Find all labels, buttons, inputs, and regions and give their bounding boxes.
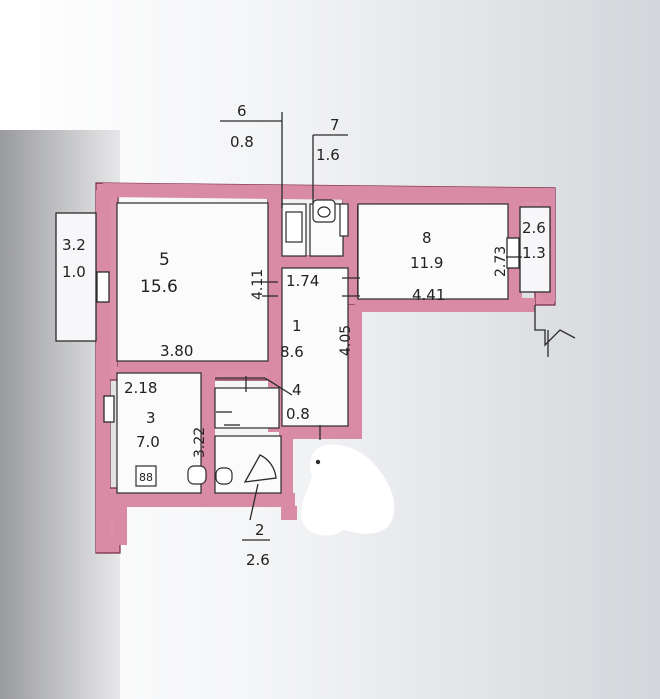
entrance-marks bbox=[534, 305, 576, 357]
wc-icon bbox=[215, 467, 233, 485]
room-1-area: 8.6 bbox=[280, 343, 304, 361]
dim-1-74: 1.74 bbox=[286, 272, 319, 290]
dimension-ticks bbox=[216, 256, 522, 426]
balcony-left-area: 1.0 bbox=[62, 263, 86, 281]
dim-4-05: 4.05 bbox=[338, 325, 354, 356]
door-swings bbox=[215, 112, 348, 541]
kitchen-sink-icon bbox=[187, 465, 207, 485]
room-8-area: 11.9 bbox=[410, 254, 443, 272]
blot-dot bbox=[315, 459, 321, 465]
room-2-area: 2.6 bbox=[246, 551, 270, 569]
room-7-number: 7 bbox=[330, 116, 340, 134]
room-4-number: 4 bbox=[292, 381, 302, 399]
room-2-number: 2 bbox=[255, 521, 265, 539]
dim-2-73: 2.73 bbox=[493, 246, 509, 277]
stove-label: 88 bbox=[139, 471, 153, 484]
balconies bbox=[55, 206, 551, 342]
sink-icon bbox=[339, 203, 349, 237]
dim-3-22: 3.22 bbox=[192, 427, 208, 458]
room-6-area: 0.8 bbox=[230, 133, 254, 151]
toilet-bowl-icon bbox=[317, 206, 331, 218]
balcony-left-size: 3.2 bbox=[62, 236, 86, 254]
fixtures bbox=[135, 199, 349, 487]
room-1-number: 1 bbox=[292, 317, 302, 335]
bath-icon bbox=[285, 211, 303, 243]
room-4-area: 0.8 bbox=[286, 405, 310, 423]
room-5-area: 15.6 bbox=[140, 277, 178, 297]
dim-3-80: 3.80 bbox=[160, 342, 193, 360]
dim-4-11: 4.11 bbox=[250, 269, 266, 300]
room-3-area: 7.0 bbox=[136, 433, 160, 451]
stove-icon bbox=[135, 465, 157, 487]
dim-2-18: 2.18 bbox=[124, 379, 157, 397]
balcony-right-area: 1.3 bbox=[522, 244, 546, 262]
redaction-blot bbox=[301, 444, 395, 536]
dim-4-41: 4.41 bbox=[412, 286, 445, 304]
room-3-number: 3 bbox=[146, 409, 156, 427]
room-interiors bbox=[116, 202, 509, 494]
room-6-number: 6 bbox=[237, 102, 247, 120]
room-7-area: 1.6 bbox=[316, 146, 340, 164]
room-8-number: 8 bbox=[422, 229, 432, 247]
balcony-right-size: 2.6 bbox=[522, 219, 546, 237]
room-5-number: 5 bbox=[159, 250, 170, 270]
windows bbox=[96, 237, 520, 423]
